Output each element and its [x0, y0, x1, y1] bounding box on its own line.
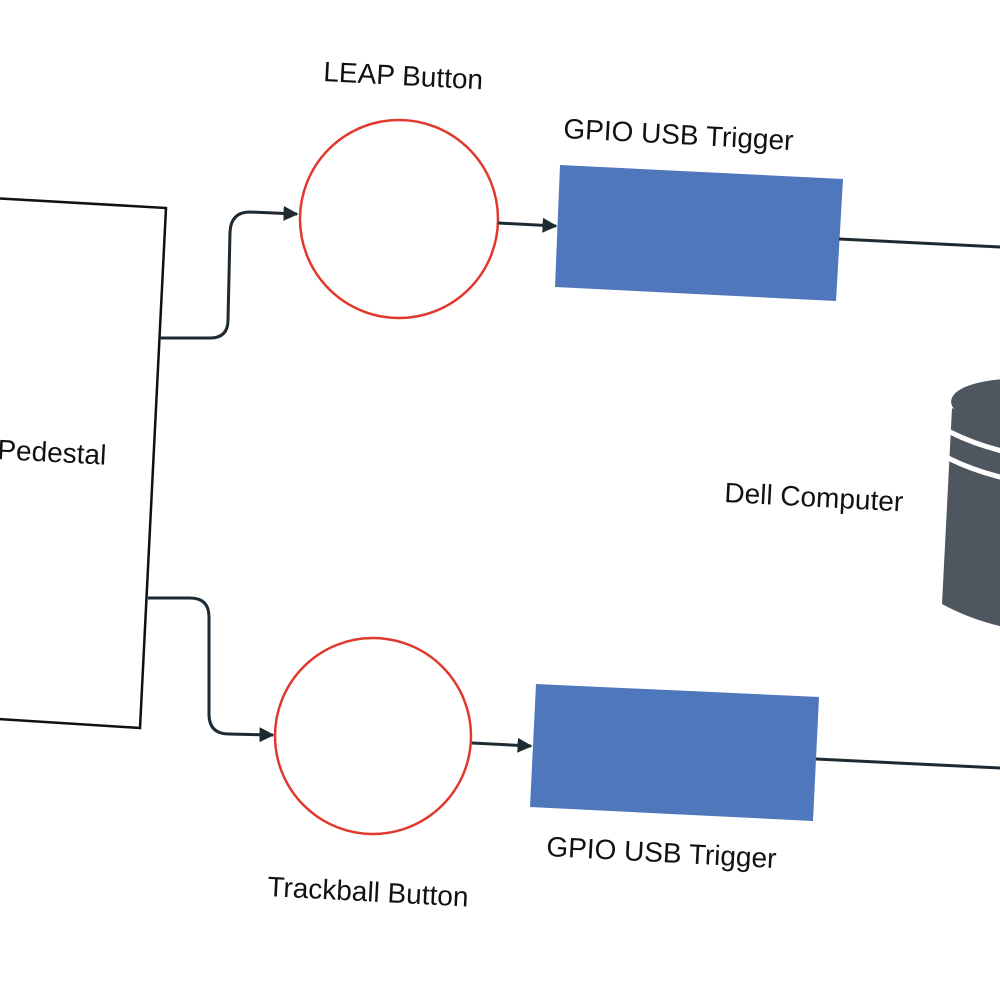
connector-trigger-top-to-computer — [838, 237, 1000, 249]
leap-button-circle — [298, 118, 500, 320]
connector-leap-to-trigger — [497, 217, 558, 233]
gpio-trigger-bottom-label: GPIO USB Trigger — [546, 831, 778, 874]
gpio-trigger-top — [555, 165, 843, 301]
trackball-button-label: Trackball Button — [267, 871, 470, 912]
pedestal-box — [0, 197, 168, 730]
database-cylinder-icon — [942, 378, 1000, 627]
connector-trigger-bottom-to-computer — [815, 757, 1000, 770]
pedestal-label: Pedestal — [0, 434, 107, 471]
dell-computer-label: Dell Computer — [724, 477, 904, 517]
leap-button-label: LEAP Button — [323, 56, 484, 95]
connector-pedestal-to-trackball — [148, 596, 275, 743]
trackball-button-circle — [273, 636, 473, 836]
gpio-trigger-bottom — [530, 684, 819, 821]
gpio-trigger-top-label: GPIO USB Trigger — [563, 113, 795, 156]
connector-pedestal-to-leap — [160, 205, 299, 340]
connector-trackball-to-trigger — [471, 737, 533, 753]
